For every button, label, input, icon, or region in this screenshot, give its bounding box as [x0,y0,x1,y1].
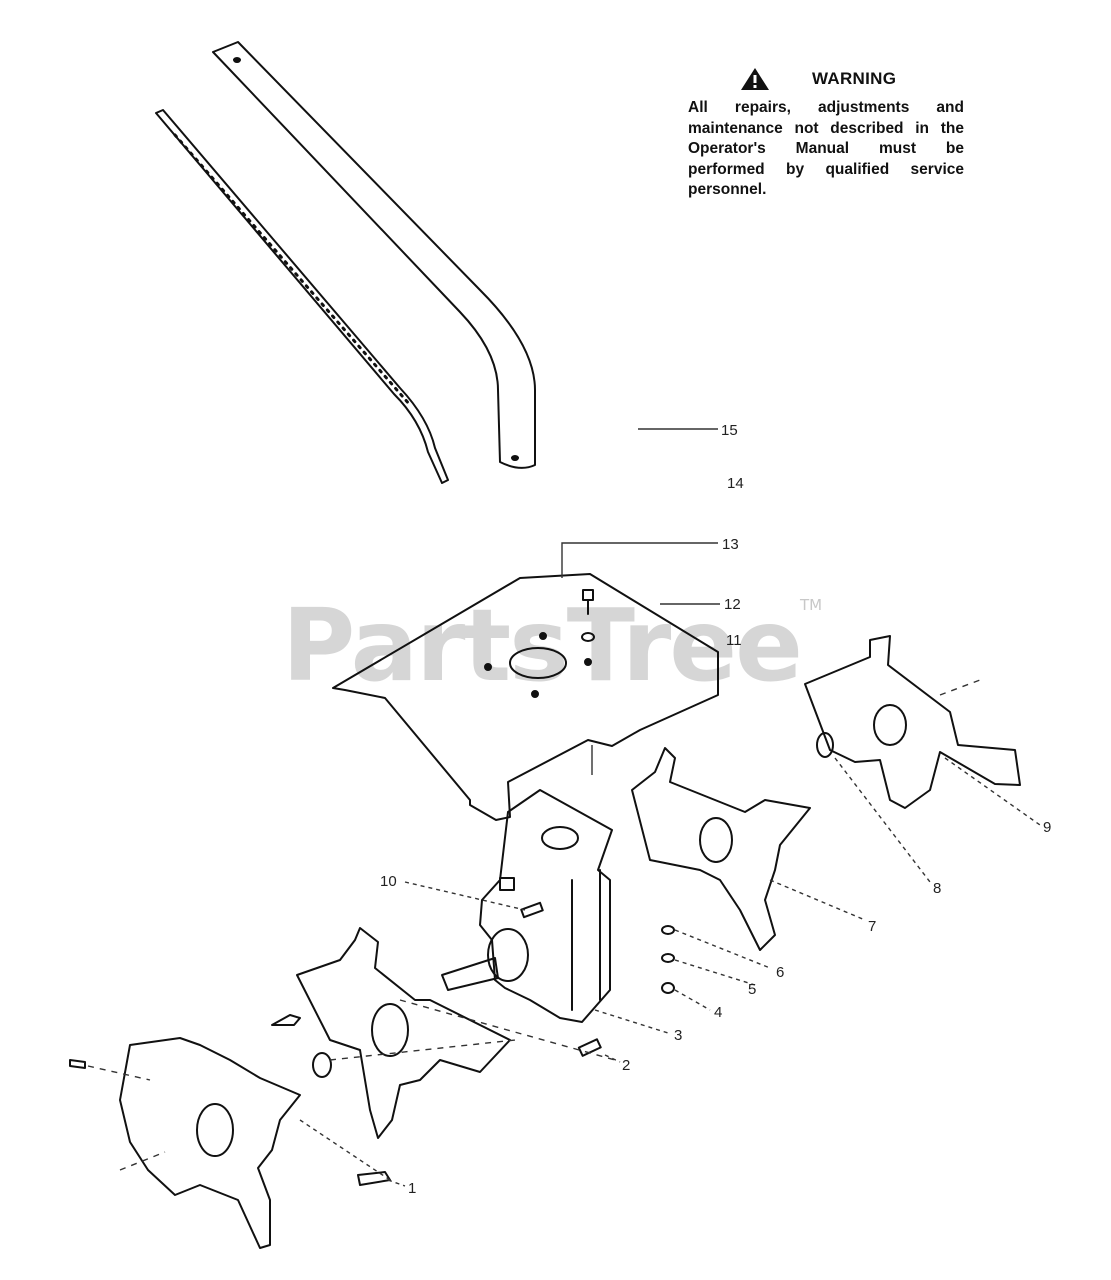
bolt-2 [577,1038,602,1057]
callout-1: 1 [408,1180,416,1197]
leader-line-10 [404,881,526,911]
axis-line-left [87,1065,151,1081]
handle-hole-bottom [511,455,519,461]
shield-center-hole [509,647,567,679]
axis-line-left-b [119,1151,166,1171]
leader-line-1b [299,1119,391,1181]
callout-5: 5 [748,981,756,998]
leader-line-1 [387,1179,406,1187]
handle-tube [212,41,536,469]
warning-text: All repairs, adjustments and maintenance… [688,99,964,198]
tine-inner-left [296,927,511,1139]
tine-outer-right [804,635,1021,809]
tine-outer-left [119,1037,301,1249]
callout-8: 8 [933,880,941,897]
transmission-housing [479,789,613,1023]
throttle-cable-texture [173,133,412,407]
hairpin-clip [357,1171,391,1186]
callout-14: 14 [727,475,744,492]
clevis-pin [69,1059,86,1069]
warning-box: WARNING All repairs, adjustments and mai… [688,66,964,201]
throttle-cable [155,109,449,484]
callout-10: 10 [380,873,397,890]
shield-hole [584,658,592,666]
callout-11: 11 [726,632,742,649]
warning-title: WARNING [812,69,897,88]
leader-line-7 [769,879,866,921]
leader-line-3 [594,1009,669,1034]
leader-line-4 [674,989,711,1011]
tine-hub-outer-left [196,1103,234,1157]
callout-2: 2 [622,1057,630,1074]
leader-line-6 [674,929,771,969]
shield-washer [581,632,595,642]
washer-right [816,732,834,758]
callout-12: 12 [724,596,741,613]
shield-hole [531,690,539,698]
tine-inner-right [631,747,811,951]
washer-6 [661,925,675,935]
bolt-10 [520,901,544,919]
watermark-text: PartsTree [282,587,801,704]
leader-line-9 [944,757,1041,826]
tine-hub-inner-left [371,1003,409,1057]
transmission-vent [499,877,515,891]
callout-13: 13 [722,536,739,553]
axis-line-right [939,679,981,696]
warning-triangle-icon [741,68,769,90]
callout-4: 4 [714,1004,722,1021]
watermark-trademark: TM [799,596,822,614]
shield-hole [539,632,547,640]
shield-hole [484,663,492,671]
leader-line-13 [561,542,718,578]
hairpin-clip [271,1014,301,1026]
transmission-axle [441,957,499,991]
transmission-side-boss [487,928,529,982]
warning-header: WARNING [688,66,964,92]
callout-15: 15 [721,422,738,439]
callout-3: 3 [674,1027,682,1044]
transmission-ribs [571,869,601,1011]
callout-9: 9 [1043,819,1051,836]
leader-line-2 [604,1054,621,1063]
handle-hole-top [233,57,241,63]
leader-line-5 [674,959,756,986]
transmission-top-port [541,826,579,850]
nut-4 [661,982,675,994]
callout-7: 7 [868,918,876,935]
leader-line-8 [834,757,931,883]
callout-6: 6 [776,964,784,981]
axis-line-mid-b [399,999,616,1061]
tine-shield [332,573,719,821]
tine-hub-inner-right [699,817,733,863]
lockwasher-5 [661,953,675,963]
washer-left [312,1052,332,1078]
tine-hub-right [873,704,907,746]
